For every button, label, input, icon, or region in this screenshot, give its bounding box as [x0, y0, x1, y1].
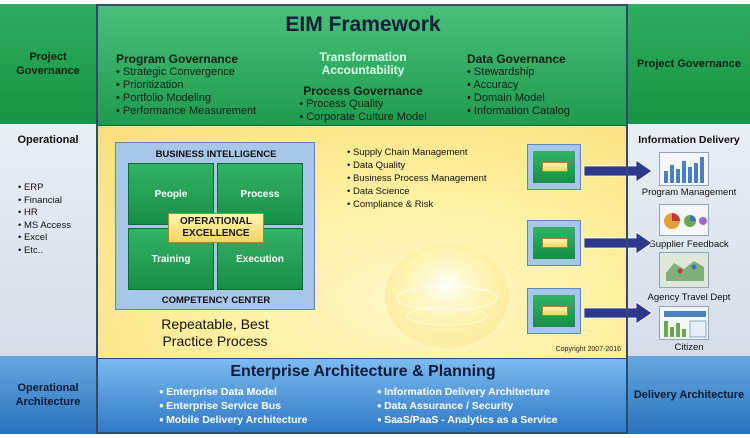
delivery-architecture: Delivery Architecture — [628, 356, 750, 434]
program-governance-title: Program Governance — [116, 52, 239, 66]
operational-system-item: Financial — [18, 195, 71, 208]
dashboard-icon — [664, 311, 707, 338]
program-governance-item: Performance Measurement — [116, 105, 296, 118]
process-governance-item: Process Quality — [299, 98, 426, 111]
data-governance: Data Governance StewardshipAccuracyDomai… — [467, 52, 617, 118]
deliverable-caption-1: Program Management — [641, 187, 737, 198]
process-governance: Process Governance Process QualityCorpor… — [283, 84, 443, 125]
program-governance-list: Strategic ConvergencePrioritizationPortf… — [116, 66, 296, 118]
operational-system-item: Excel — [18, 232, 71, 245]
data-governance-item: Domain Model — [467, 92, 617, 105]
data-governance-list: StewardshipAccuracyDomain ModelInformati… — [467, 66, 617, 118]
delivery-architecture-label: Delivery Architecture — [633, 389, 745, 401]
tagline-line1: Repeatable, Best — [161, 316, 269, 332]
program-governance-item: Strategic Convergence — [116, 66, 296, 79]
mini-framework-1-bar — [542, 162, 568, 172]
program-governance: Program Governance Strategic Convergence… — [116, 52, 296, 118]
deliverable-caption-3: Agency Travel Dept — [647, 292, 731, 303]
architecture-item: SaaS/PaaS - Analytics as a Service — [377, 413, 558, 427]
bi-competency-box: BUSINESS INTELLIGENCE People Process Tra… — [115, 142, 315, 310]
operational-architecture-label: Operational Architecture — [15, 382, 81, 408]
quadrant-training-label: Training — [151, 253, 191, 265]
quadrant-execution-label: Execution — [236, 253, 284, 265]
pie-chart-icon — [664, 213, 707, 229]
operational-excellence: OPERATIONAL EXCELLENCE — [168, 213, 264, 243]
bar-chart-icon — [664, 157, 704, 183]
arrow-right-icon — [583, 159, 653, 183]
right-project-governance: Project Governance — [628, 4, 750, 124]
data-governance-title: Data Governance — [467, 52, 566, 66]
capability-item: Supply Chain Management — [347, 146, 487, 159]
deliverable-caption-2: Supplier Feedback — [649, 239, 729, 250]
capability-item: Data Quality — [347, 159, 487, 172]
architecture-item: Mobile Delivery Architecture — [159, 413, 307, 427]
enterprise-architecture-band: Enterprise Architecture & Planning Enter… — [96, 358, 628, 434]
capability-item: Business Process Management — [347, 172, 487, 185]
operational-architecture: Operational Architecture — [0, 356, 96, 434]
operational-system-item: HR — [18, 207, 71, 220]
process-governance-list: Process QualityCorporate Culture Model — [299, 98, 426, 124]
mini-framework-2 — [527, 220, 581, 266]
operational-label: Operational — [17, 134, 79, 146]
deliverable-caption-4: Citizen — [674, 342, 704, 353]
mini-framework-3-bar — [542, 306, 568, 316]
operational-excellence-line2: EXCELLENCE — [182, 228, 250, 239]
tagline: Repeatable, Best Practice Process — [115, 316, 315, 350]
arrow-right-icon — [583, 301, 653, 325]
agency-travel-thumbnail — [659, 252, 709, 288]
quadrant-process-label: Process — [240, 188, 280, 200]
supplier-feedback-thumbnail — [659, 204, 709, 236]
enterprise-architecture-title: Enterprise Architecture & Planning — [230, 363, 496, 380]
capability-item: Compliance & Risk — [347, 198, 487, 211]
core-area: BUSINESS INTELLIGENCE People Process Tra… — [96, 126, 628, 358]
data-governance-item: Information Catalog — [467, 105, 617, 118]
operational-system-item: ERP — [18, 182, 71, 195]
architecture-item: Enterprise Data Model — [159, 385, 307, 399]
delivery-arrows — [583, 159, 653, 325]
eim-framework-title: EIM Framework — [285, 13, 441, 36]
architecture-list-left: Enterprise Data ModelEnterprise Service … — [159, 385, 307, 427]
mini-framework-1 — [527, 144, 581, 190]
operational-systems-list: ERPFinancialHRMS AccessExcelEtc.. — [18, 182, 71, 257]
mini-framework-3 — [527, 288, 581, 334]
tagline-line2: Practice Process — [162, 333, 268, 349]
left-project-governance-label: Project Governance — [16, 51, 80, 77]
architecture-item: Information Delivery Architecture — [377, 385, 558, 399]
business-intelligence-title: BUSINESS INTELLIGENCE — [155, 149, 277, 160]
operational-panel: Operational ERPFinancialHRMS AccessExcel… — [0, 124, 96, 356]
program-governance-item: Prioritization — [116, 79, 296, 92]
data-governance-item: Stewardship — [467, 66, 617, 79]
competency-center-title: COMPETENCY CENTER — [161, 295, 271, 306]
mini-framework-2-bar — [542, 238, 568, 248]
right-project-governance-label: Project Governance — [637, 58, 741, 70]
glow-sphere-graphic — [385, 244, 509, 348]
data-governance-item: Accuracy — [467, 79, 617, 92]
operational-system-item: MS Access — [18, 220, 71, 233]
program-governance-item: Portfolio Modeling — [116, 92, 296, 105]
copyright: Copyright 2007-2016 — [555, 346, 621, 353]
quadrant-people-label: People — [154, 188, 188, 200]
architecture-item: Data Assurance / Security — [377, 399, 558, 413]
architecture-item: Enterprise Service Bus — [159, 399, 307, 413]
architecture-list-right: Information Delivery ArchitectureData As… — [377, 385, 558, 427]
arrow-right-icon — [583, 231, 653, 255]
eim-framework-band: EIM Framework Program Governance Strateg… — [96, 4, 628, 126]
citizen-thumbnail — [659, 306, 709, 340]
information-delivery-label: Information Delivery — [638, 134, 740, 146]
capabilities-list: Supply Chain ManagementData QualityBusin… — [347, 146, 487, 211]
map-icon — [660, 253, 708, 287]
transformation-accountability: Transformation Accountability — [319, 50, 407, 77]
program-management-thumbnail — [659, 152, 709, 186]
operational-system-item: Etc.. — [18, 245, 71, 258]
process-governance-item: Corporate Culture Model — [299, 111, 426, 124]
capability-item: Data Science — [347, 185, 487, 198]
left-project-governance: Project Governance — [0, 4, 96, 124]
process-governance-title: Process Governance — [303, 84, 423, 98]
operational-excellence-line1: OPERATIONAL — [179, 216, 253, 227]
